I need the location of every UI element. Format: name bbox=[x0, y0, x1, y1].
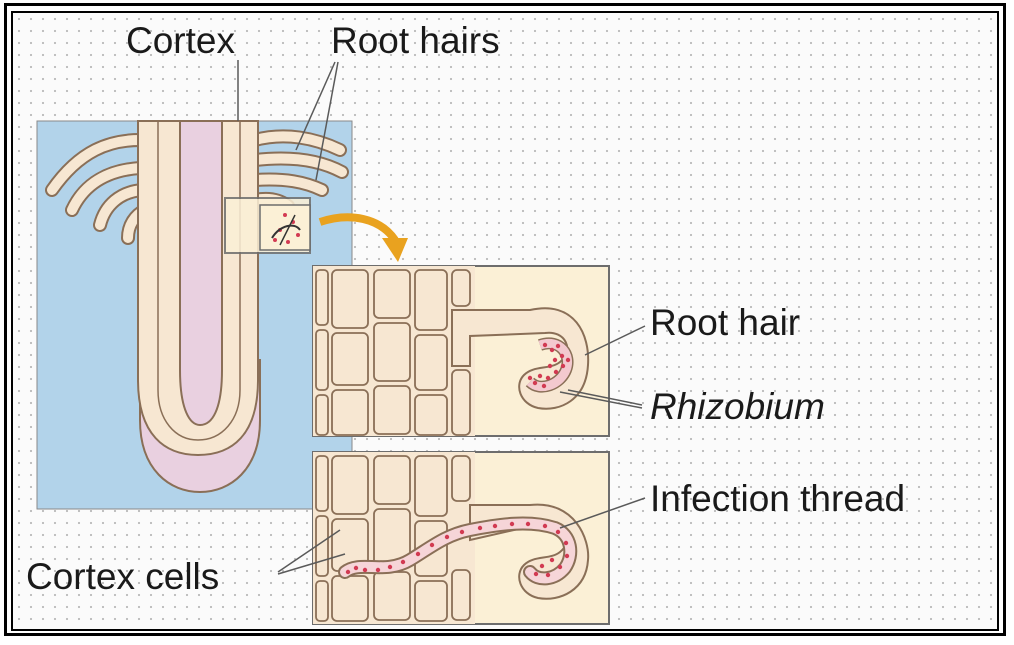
label-root-hair: Root hair bbox=[650, 304, 800, 341]
root-stele bbox=[180, 121, 222, 425]
label-cortex-cells: Cortex cells bbox=[26, 558, 219, 595]
label-cortex: Cortex bbox=[126, 22, 235, 59]
label-rhizobium: Rhizobium bbox=[650, 388, 825, 425]
zoom-arrowhead bbox=[382, 238, 408, 262]
panel-bottom bbox=[313, 452, 609, 624]
label-infection-thread: Infection thread bbox=[650, 480, 905, 517]
panel-top bbox=[313, 266, 609, 436]
label-root-hairs: Root hairs bbox=[331, 22, 500, 59]
